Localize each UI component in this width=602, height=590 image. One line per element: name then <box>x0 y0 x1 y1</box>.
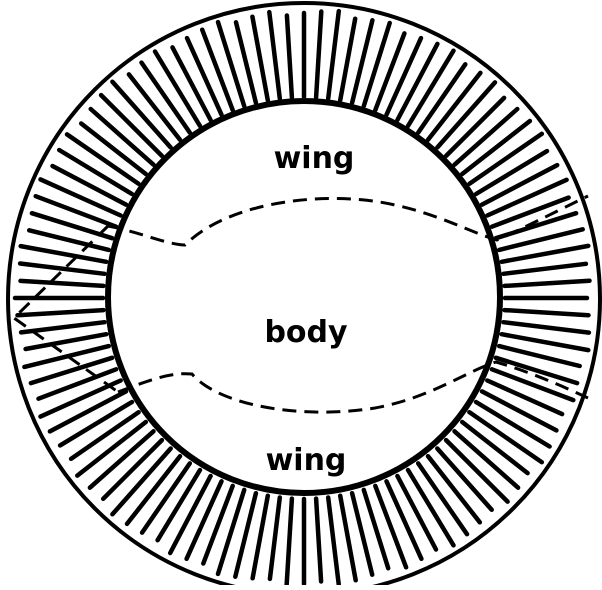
hatch-stroke <box>287 16 292 98</box>
hatch-stroke <box>287 499 292 585</box>
hatch-stroke <box>487 381 562 415</box>
hatch-stroke <box>21 246 107 262</box>
hatch-stroke <box>252 17 267 101</box>
hatch-stroke <box>253 496 268 579</box>
hatch-stroke <box>340 19 355 101</box>
hatch-stroke <box>375 486 406 567</box>
hatch-stroke <box>203 486 232 564</box>
hatch-stroke <box>269 12 280 98</box>
hatch-stroke <box>270 498 280 579</box>
body-label: body <box>264 315 348 350</box>
hatch-stroke <box>505 281 590 286</box>
hatch-stroke <box>18 310 104 315</box>
hatch-stroke <box>505 310 589 315</box>
hatch-stroke <box>316 12 321 98</box>
hatch-stroke <box>375 33 404 110</box>
hatch-stroke <box>20 264 104 274</box>
hatch-stroke <box>316 499 321 582</box>
wing-label-top: wing <box>274 141 355 176</box>
hatch-stroke <box>328 11 339 98</box>
hatch-stroke <box>504 322 589 332</box>
hatch-stroke <box>21 281 104 286</box>
hatch-stroke <box>36 196 116 227</box>
hatch-stroke <box>504 264 586 274</box>
hatch-stroke <box>202 30 233 110</box>
hatch-stroke <box>340 496 356 581</box>
hatch-stroke <box>328 498 339 585</box>
wing-label-bottom: wing <box>266 443 347 478</box>
